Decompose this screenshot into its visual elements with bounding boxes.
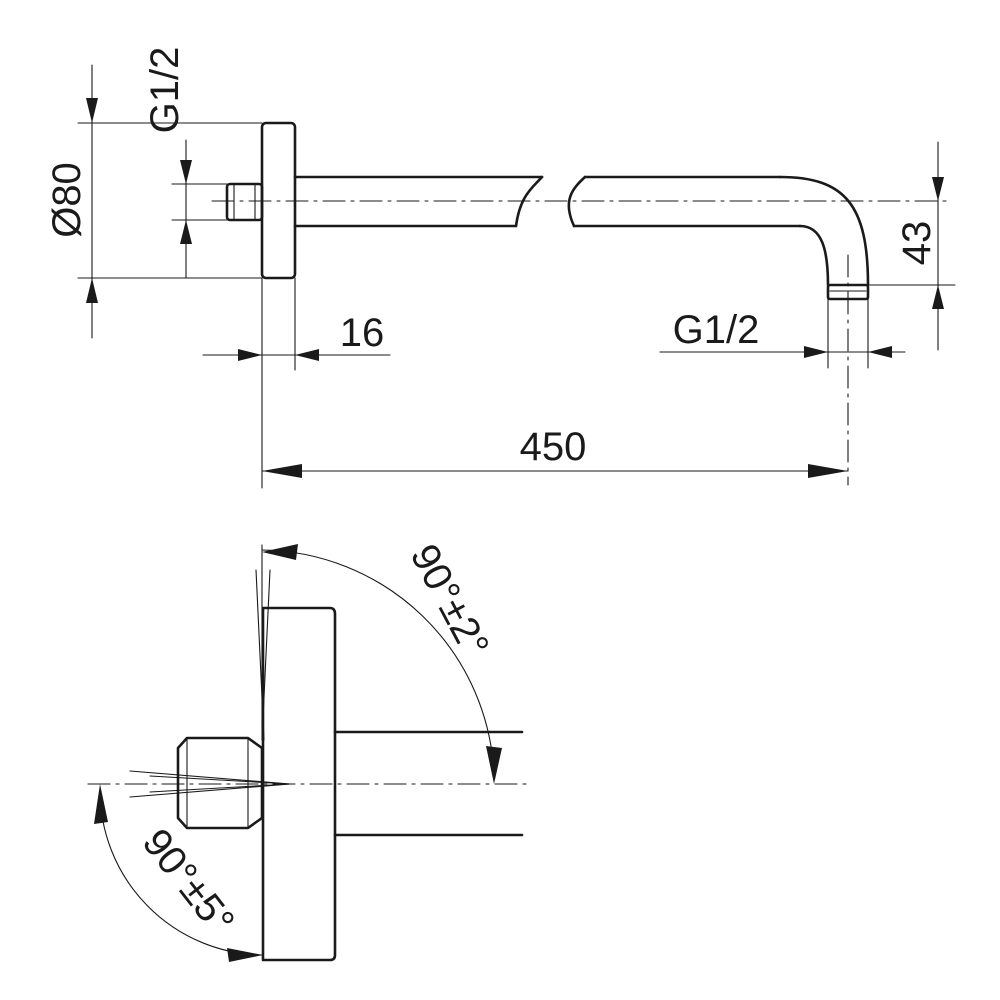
wall-thread	[225, 182, 264, 222]
detail-flange	[261, 606, 337, 962]
arm-length-dimension: 450	[261, 425, 849, 478]
angle-arc-2deg: 90°±2°	[261, 537, 502, 784]
arm-tube	[293, 175, 870, 301]
detail-thread	[176, 736, 264, 830]
angle-5deg-label: 90°±5°	[134, 821, 243, 943]
outlet-thread-label: G1/2	[673, 308, 760, 352]
diameter-dimension: Ø80	[45, 64, 263, 339]
wall-thread-dimension: G1/2	[143, 47, 263, 279]
angle-detail: 90°±2° 90°±5°	[87, 537, 531, 962]
wall-thread-label: G1/2	[143, 47, 187, 134]
flange-thickness-dimension: 16	[202, 277, 391, 489]
outlet-thread-dimension: G1/2	[659, 298, 906, 369]
drop-height-label: 43	[895, 221, 939, 266]
side-elevation: Ø80 G1/2 16 G1/2	[45, 47, 956, 489]
diameter-label: Ø80	[45, 162, 89, 238]
angle-2deg-label: 90°±2°	[402, 537, 498, 664]
flange-thickness-label: 16	[340, 311, 385, 355]
arm-length-label: 450	[520, 425, 587, 469]
drop-height-dimension: 43	[867, 141, 956, 351]
